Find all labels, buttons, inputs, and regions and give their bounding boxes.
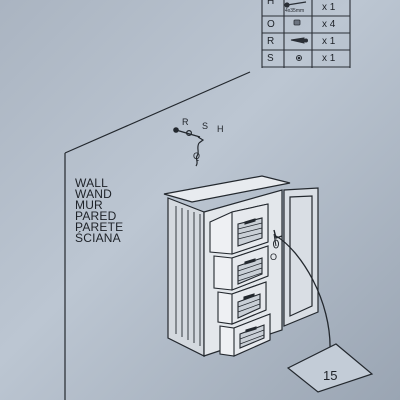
step-number: 15 <box>323 368 338 383</box>
drawer-1 <box>209 203 269 255</box>
part-qty-s: x 1 <box>322 53 336 64</box>
cam-peg-icon <box>293 19 301 26</box>
wall-label-en: WALL <box>75 176 109 190</box>
wall-label-block: WALL WAND MUR PARED PARETE ŚCIANA <box>75 176 124 245</box>
label-q: Q <box>193 151 201 161</box>
part-qty-r: x 1 <box>322 36 336 47</box>
wall-plug-icon <box>290 37 308 44</box>
screw-icon <box>284 1 307 8</box>
part-letter-s: S <box>267 53 274 64</box>
wall-label-pl: ŚCIANA <box>75 231 121 245</box>
label-o: O <box>270 252 278 262</box>
part-qty-h: x 1 <box>322 2 336 13</box>
wall-outline <box>64 71 251 400</box>
step-box <box>286 343 374 393</box>
cam-peg-indicator <box>273 233 279 249</box>
curved-arrow <box>273 229 331 353</box>
part-letter-h: H <box>267 0 275 7</box>
drawer-2 <box>213 245 269 291</box>
wall-label-it: PARETE <box>75 220 124 234</box>
drawer-4 <box>219 313 271 357</box>
side-panel-grooves <box>175 206 201 346</box>
drawer-3 <box>217 281 267 325</box>
label-s: S <box>202 121 209 131</box>
washer-icon <box>296 55 302 61</box>
wall-label-fr: MUR <box>75 198 103 212</box>
label-r: R <box>182 117 189 127</box>
part-size-h: 4x35mm <box>285 8 305 14</box>
wall-label-es: PARED <box>75 209 117 223</box>
part-letter-r: R <box>267 36 275 47</box>
part-qty-o: x 4 <box>322 19 336 30</box>
parts-table <box>261 0 351 68</box>
label-h: H <box>217 124 224 134</box>
wall-label-de: WAND <box>75 187 113 201</box>
wall-fixing-hardware <box>173 127 205 167</box>
part-letter-o: O <box>267 19 275 30</box>
